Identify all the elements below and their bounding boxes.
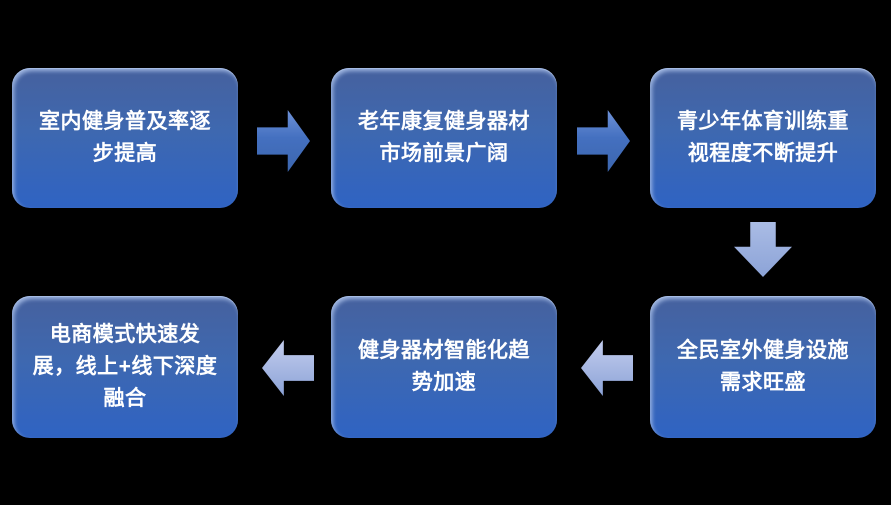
- flow-box-elderly-rehab: 老年康复健身器材市场前景广阔: [331, 68, 557, 208]
- flow-box-smart-equipment: 健身器材智能化趋势加速: [331, 296, 557, 438]
- arrow-right-icon: [257, 110, 310, 172]
- flow-box-indoor-fitness: 室内健身普及率逐步提高: [12, 68, 238, 208]
- arrow-left-icon: [581, 340, 633, 396]
- flow-box-outdoor-facilities: 全民室外健身设施需求旺盛: [650, 296, 876, 438]
- flow-box-label: 青少年体育训练重视程度不断提升: [677, 110, 849, 165]
- arrow-left-icon: [262, 340, 314, 396]
- arrow-right-icon: [577, 110, 630, 172]
- flow-box-label: 全民室外健身设施需求旺盛: [677, 339, 849, 394]
- arrow-down-icon: [734, 222, 792, 277]
- flow-box-label: 健身器材智能化趋势加速: [358, 339, 530, 394]
- flow-box-label: 电商模式快速发展，线上+线下深度融合: [32, 323, 218, 410]
- flow-box-label: 室内健身普及率逐步提高: [39, 110, 211, 165]
- flow-box-label: 老年康复健身器材市场前景广阔: [358, 110, 530, 165]
- flow-box-youth-training: 青少年体育训练重视程度不断提升: [650, 68, 876, 208]
- flow-box-ecommerce: 电商模式快速发展，线上+线下深度融合: [12, 296, 238, 438]
